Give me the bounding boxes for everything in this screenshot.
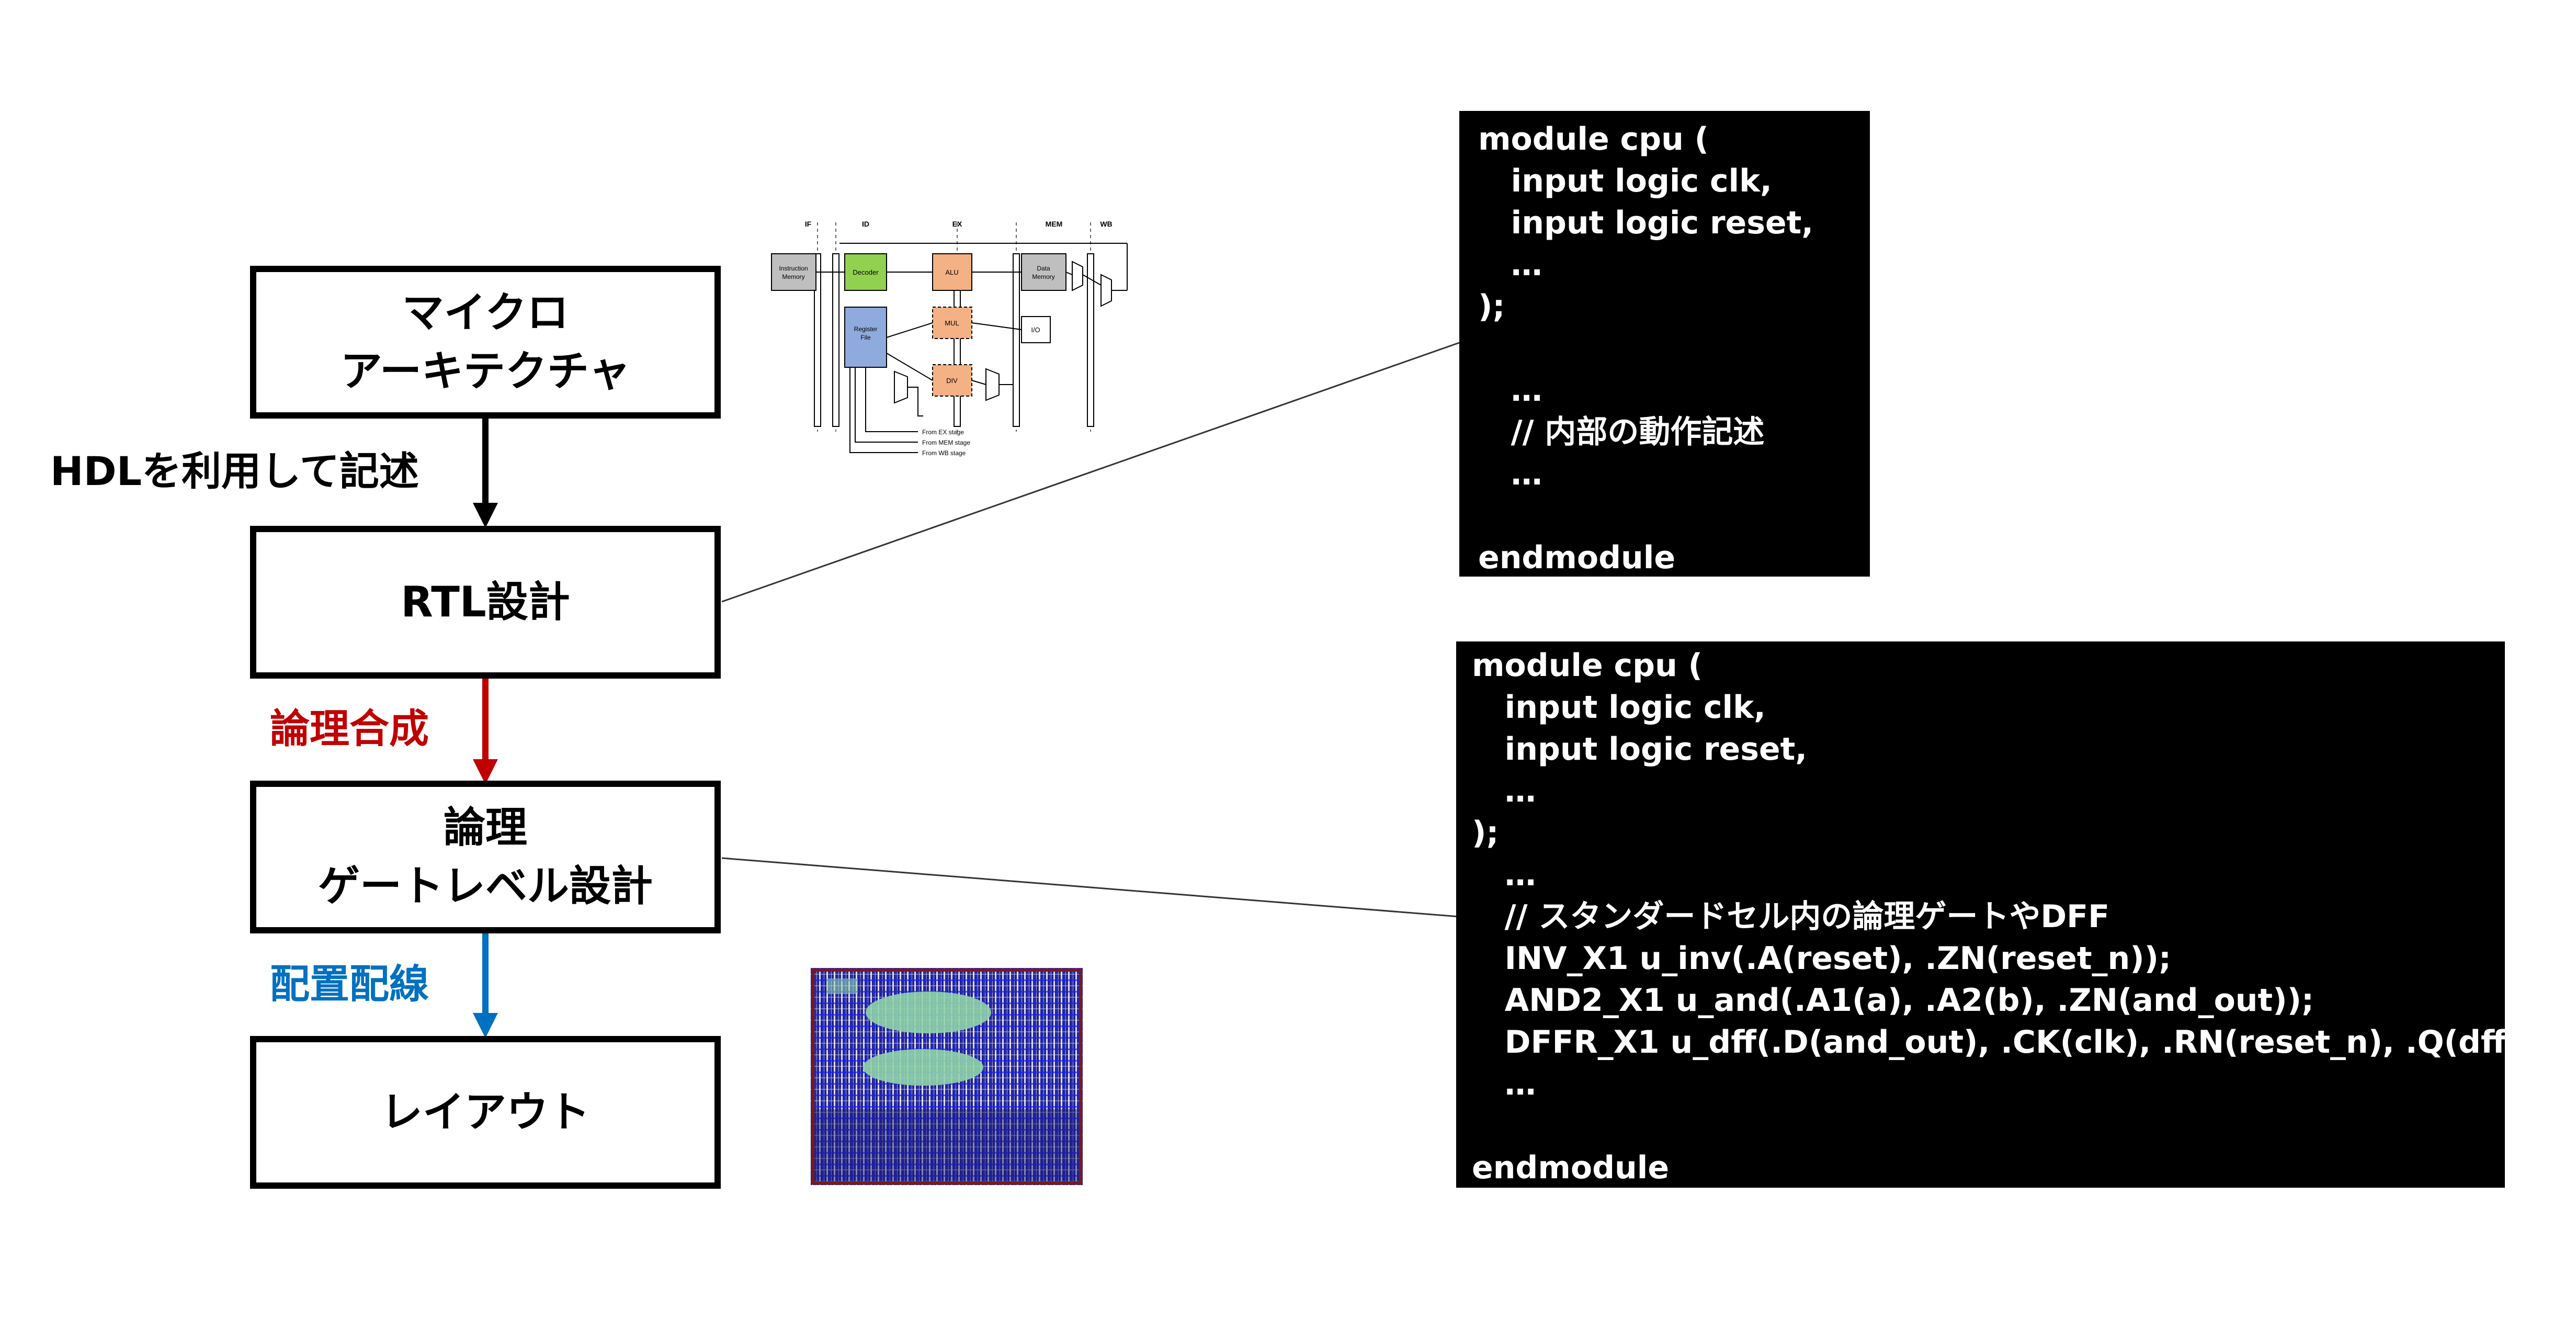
edge-label-hdl: HDLを利用して記述 — [50, 448, 419, 494]
box-microarchitecture-line1: マイクロ — [402, 288, 569, 337]
edge-label-synthesis: 論理合成 — [270, 705, 429, 752]
io-label: I/O — [1031, 326, 1040, 334]
div-block — [932, 364, 972, 397]
box-layout-label: レイアウト — [381, 1088, 590, 1136]
code-line: module cpu ( — [1472, 647, 1703, 684]
register-file-label: Register — [854, 325, 878, 333]
instruction-memory-label: Memory — [782, 273, 804, 280]
stage-label: ID — [862, 220, 869, 228]
box-microarchitecture-line2: アーキテクチャ — [340, 347, 631, 396]
code-line: input logic reset, — [1478, 205, 1814, 241]
forward-label: From EX stage — [922, 429, 964, 436]
code-line: // 内部の動作記述 — [1478, 414, 1765, 450]
box-rtl-design-label: RTL設計 — [401, 578, 570, 626]
mul-label: MUL — [945, 319, 959, 327]
code-line: input logic clk, — [1472, 689, 1766, 726]
code-line: … — [1478, 246, 1542, 283]
box-rtl-design[interactable]: RTL設計 — [250, 526, 721, 679]
code-line: DFFR_X1 u_dff(.D(and_out), .CK(clk), .RN… — [1472, 1024, 2576, 1061]
code-line — [1478, 328, 1851, 369]
forward-label: From WB stage — [922, 449, 966, 457]
div-label: DIV — [946, 377, 958, 385]
instruction-memory-label: Instruction — [779, 265, 808, 272]
code-line: input logic reset, — [1472, 731, 1808, 768]
io-block — [1021, 316, 1051, 343]
callout-line-rtl — [721, 342, 1460, 603]
decoder-label: Decoder — [853, 268, 879, 276]
box-layout[interactable]: レイアウト — [250, 1036, 721, 1189]
stage-label: EX — [952, 220, 962, 228]
box-gate-level-line1: 論理 — [444, 803, 527, 852]
code-line: AND2_X1 u_and(.A1(a), .A2(b), .ZN(and_ou… — [1472, 982, 2314, 1019]
alu-label: ALU — [945, 268, 958, 276]
code-line: module cpu ( — [1478, 121, 1709, 157]
code-line: input logic clk, — [1478, 163, 1772, 199]
code-line: endmodule — [1478, 539, 1676, 576]
stage-label: WB — [1100, 220, 1112, 228]
code-line — [1478, 495, 1851, 537]
code-line: ); — [1478, 288, 1505, 325]
stage-label: MEM — [1046, 220, 1063, 228]
box-gate-level-design[interactable]: 論理 ゲートレベル設計 — [250, 781, 721, 933]
forward-label: From MEM stage — [922, 439, 970, 446]
pipeline-diagram: IF ID EX MEM WB Instruction Memory Decod… — [771, 220, 1128, 457]
instruction-memory-block — [771, 253, 816, 291]
rtl-code-panel: module cpu ( input logic clk, input logi… — [1459, 111, 1870, 577]
code-line: // スタンダードセル内の論理ゲートやDFF — [1472, 898, 2110, 935]
netlist-code-panel: module cpu ( input logic clk, input logi… — [1456, 641, 2576, 1188]
code-line: … — [1478, 372, 1542, 409]
code-line: … — [1472, 773, 1536, 809]
callout-line-netlist — [721, 857, 1460, 918]
code-line: ); — [1472, 815, 1499, 851]
register-file-label: File — [860, 334, 871, 341]
stage-label: IF — [805, 220, 812, 228]
box-microarchitecture[interactable]: マイクロ アーキテクチャ — [250, 266, 721, 419]
data-memory-block — [1021, 253, 1066, 291]
code-line: … — [1472, 857, 1536, 893]
chip-layout-image — [811, 968, 1083, 1185]
code-line: … — [1478, 456, 1542, 492]
code-line — [1472, 1105, 2489, 1147]
data-memory-label: Memory — [1032, 273, 1054, 280]
code-line: endmodule — [1472, 1150, 1670, 1186]
code-line: … — [1472, 1066, 1536, 1102]
edge-label-place-route: 配置配線 — [270, 961, 429, 1007]
box-gate-level-line2: ゲートレベル設計 — [318, 862, 653, 910]
code-line: INV_X1 u_inv(.A(reset), .ZN(reset_n)); — [1472, 940, 2172, 977]
data-memory-label: Data — [1037, 265, 1050, 272]
